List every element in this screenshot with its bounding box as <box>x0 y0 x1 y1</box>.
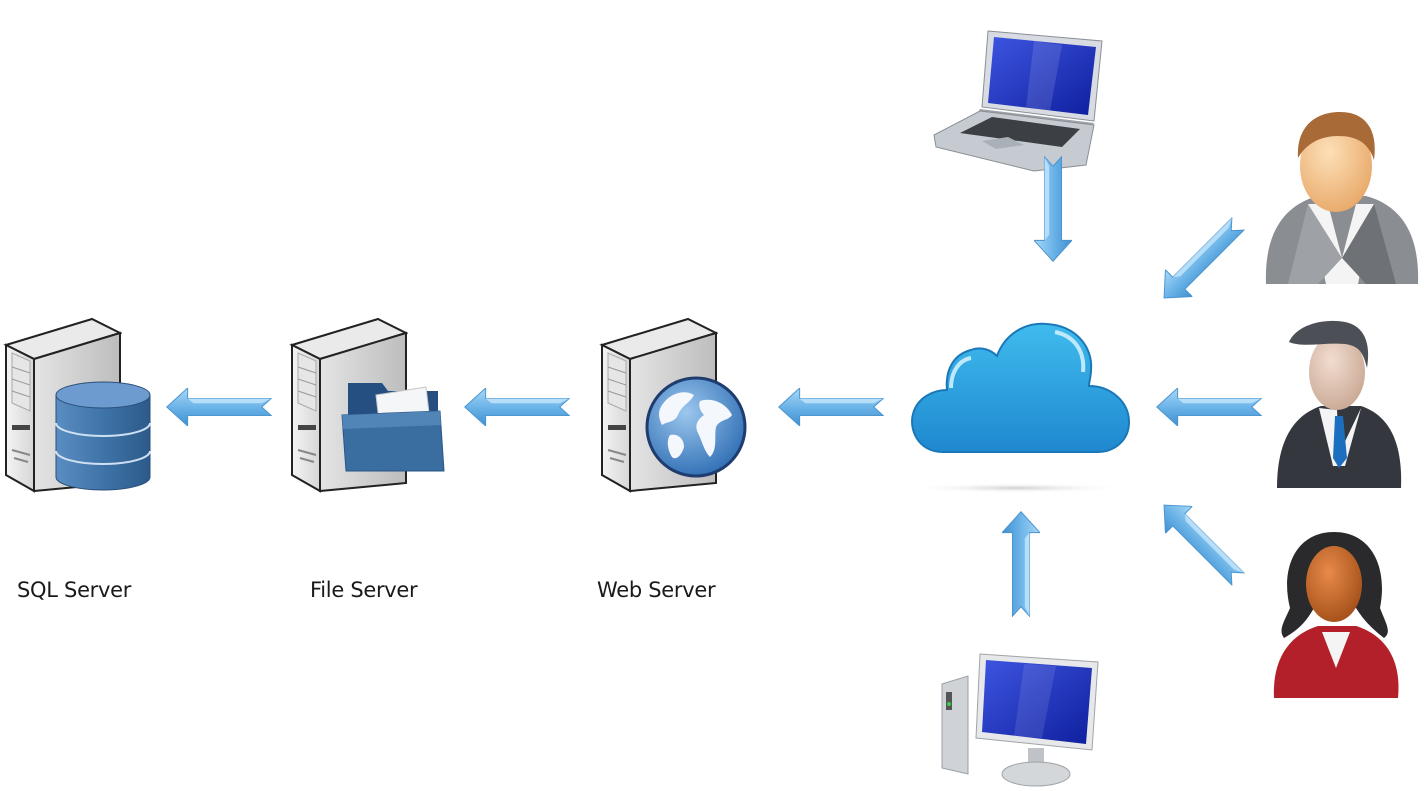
file-server-label: File Server <box>310 578 418 602</box>
internet-cloud-node <box>905 310 1135 500</box>
user-woman-icon <box>1273 532 1399 698</box>
arrow-to-sql-server <box>166 388 272 426</box>
user-man-casual-icon <box>1265 112 1419 284</box>
arrow-user-1-to-cloud <box>1150 210 1252 312</box>
arrow-user-2-to-cloud <box>1156 388 1262 426</box>
laptop-icon <box>933 30 1103 172</box>
desktop-computer-icon <box>941 653 1099 787</box>
sql-server-node <box>2 315 152 495</box>
file-server-node <box>288 315 448 495</box>
web-server-node <box>598 315 758 495</box>
user-man-business-icon <box>1277 320 1402 488</box>
arrow-user-3-to-cloud <box>1150 491 1252 593</box>
web-server-label: Web Server <box>597 578 716 602</box>
database-icon <box>55 381 151 491</box>
arrow-to-web-server <box>778 388 884 426</box>
folder-icon <box>341 383 445 472</box>
globe-icon <box>645 376 747 478</box>
arrow-to-file-server <box>464 388 570 426</box>
desktop-computer-node <box>938 648 1108 791</box>
user-3-node <box>1262 528 1412 703</box>
user-2-node <box>1275 318 1405 493</box>
cloud-icon <box>907 322 1131 493</box>
user-1-node <box>1262 108 1422 288</box>
laptop-node <box>930 25 1110 175</box>
arrow-laptop-to-cloud <box>1034 156 1072 262</box>
sql-server-label: SQL Server <box>17 578 132 602</box>
arrow-desktop-to-cloud <box>1002 511 1040 617</box>
